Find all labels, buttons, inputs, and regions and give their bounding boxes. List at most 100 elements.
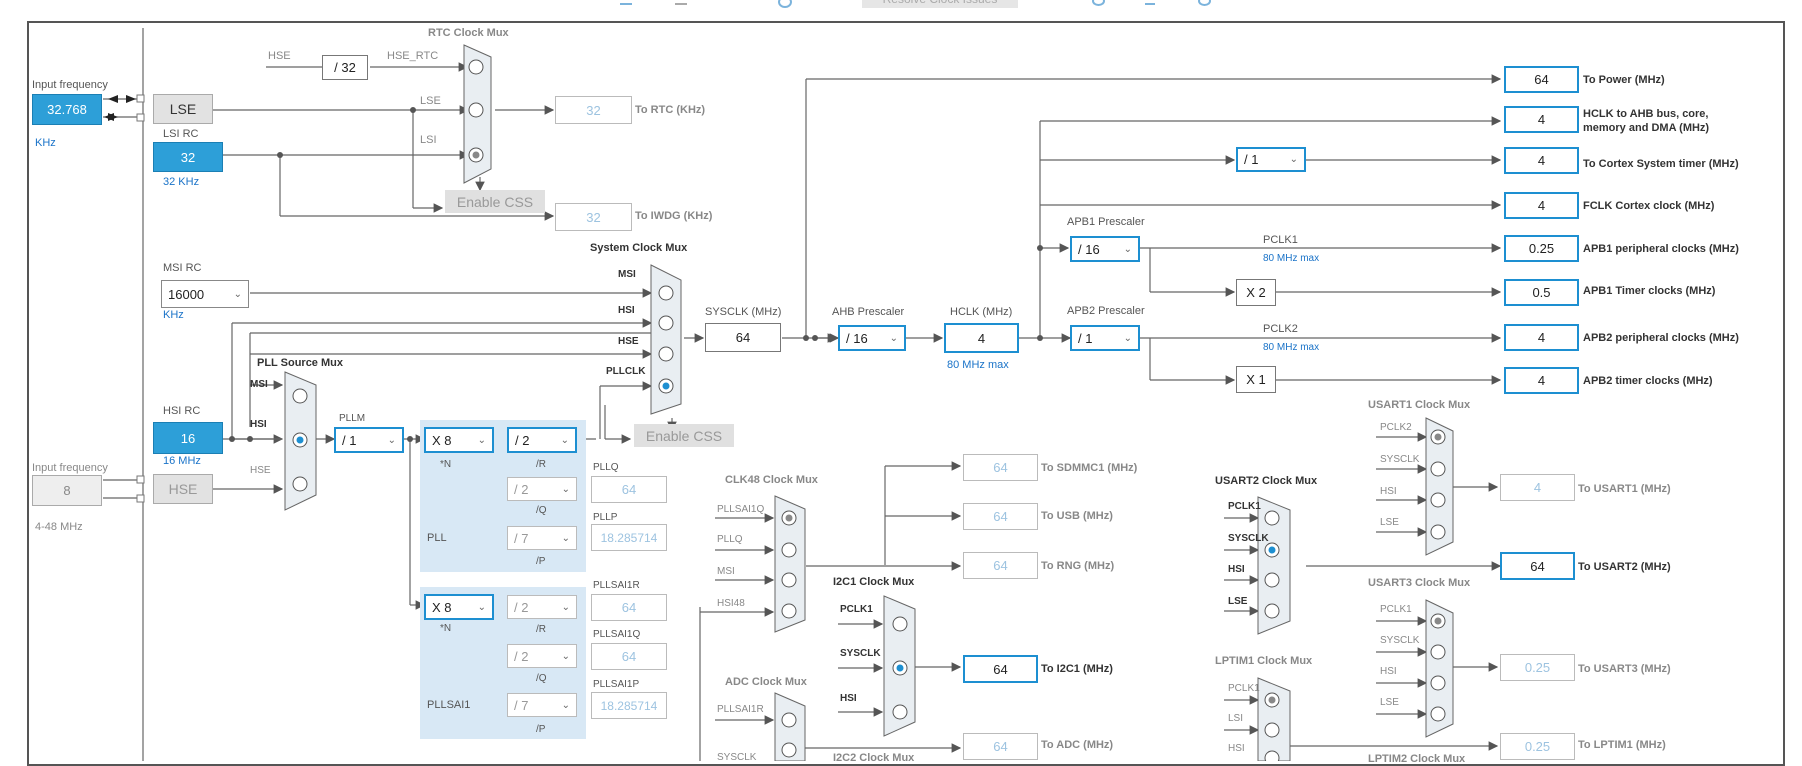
output-power-value[interactable]: 64 bbox=[1504, 66, 1579, 93]
hse-input-frequency-field[interactable]: 8 bbox=[32, 475, 102, 506]
chevron-down-icon: ⌄ bbox=[233, 288, 242, 300]
apb2-timer-multiplier: X 1 bbox=[1236, 366, 1276, 393]
clk48-mux-title: CLK48 Clock Mux bbox=[725, 474, 818, 486]
hclk-value-field[interactable]: 4 bbox=[944, 323, 1019, 353]
chevron-down-icon: ⌄ bbox=[477, 434, 486, 446]
systick-divider-select[interactable]: / 1⌄ bbox=[1236, 147, 1306, 172]
sysmux-msi-label: MSI bbox=[618, 269, 636, 280]
pclk1-max-label: 80 MHz max bbox=[1263, 253, 1320, 264]
pllsai1-p-select[interactable]: / 7⌄ bbox=[507, 693, 577, 717]
output-apb2-peripheral-label: APB2 peripheral clocks (MHz) bbox=[1583, 332, 1739, 344]
usart3-mux-title: USART3 Clock Mux bbox=[1368, 577, 1471, 589]
output-apb2-peripheral-value[interactable]: 4 bbox=[1504, 324, 1579, 351]
lptim1-in1-label: PCLK1 bbox=[1228, 683, 1260, 694]
chevron-down-icon: ⌄ bbox=[889, 332, 898, 344]
pll-p-select[interactable]: / 7⌄ bbox=[507, 526, 577, 550]
pllsai1-n-select[interactable]: X 8 ⌄ bbox=[424, 594, 494, 620]
usart2-output-value[interactable]: 64 bbox=[1500, 552, 1575, 580]
adc-in1-label: PLLSAI1R bbox=[717, 704, 764, 715]
rng-output-label: To RNG (MHz) bbox=[1041, 560, 1115, 572]
pllsai1r-label: PLLSAI1R bbox=[593, 580, 640, 591]
usart3-in4-label: LSE bbox=[1380, 697, 1399, 708]
pll-r-select[interactable]: / 2⌄ bbox=[507, 427, 577, 453]
clk48-in2-label: PLLQ bbox=[717, 534, 743, 545]
lse-input-frequency-field[interactable]: 32.768 bbox=[32, 94, 102, 125]
pllsai1p-value: 18.285714 bbox=[591, 692, 667, 719]
toolbar-icon[interactable] bbox=[778, 0, 792, 8]
pllsai1-r-value: / 2 bbox=[514, 599, 529, 615]
output-apb2-timer-value[interactable]: 4 bbox=[1504, 367, 1579, 394]
pllsai1-r-select[interactable]: / 2⌄ bbox=[507, 595, 577, 619]
toolbar-icon[interactable] bbox=[675, 0, 687, 5]
output-power-label: To Power (MHz) bbox=[1583, 74, 1665, 86]
iwdg-output-value: 32 bbox=[555, 203, 632, 231]
pll-block-label: PLL bbox=[427, 532, 447, 544]
sdmmc-output-label: To SDMMC1 (MHz) bbox=[1041, 462, 1138, 474]
rtc-hse-divider[interactable]: / 32 bbox=[322, 55, 368, 80]
pll-p-label: /P bbox=[536, 556, 546, 567]
pllsai1r-value: 64 bbox=[591, 594, 667, 621]
lsi-title: LSI RC bbox=[163, 128, 199, 140]
chevron-down-icon: ⌄ bbox=[477, 601, 486, 613]
rtc-lsi-label: LSI bbox=[420, 134, 437, 146]
pllm-select[interactable]: / 1⌄ bbox=[334, 427, 404, 453]
sysmux-hse-label: HSE bbox=[618, 336, 639, 347]
lptim1-in2-label: LSI bbox=[1228, 713, 1244, 724]
usb-output-label: To USB (MHz) bbox=[1041, 510, 1113, 522]
rtc-output-value: 32 bbox=[555, 96, 632, 124]
apb1-timer-multiplier: X 2 bbox=[1236, 279, 1276, 306]
usart2-in1-label: PCLK1 bbox=[1228, 501, 1261, 512]
fit-icon[interactable] bbox=[1145, 0, 1155, 5]
hse-input-frequency-label: Input frequency bbox=[32, 462, 108, 474]
output-apb1-peripheral-value[interactable]: 0.25 bbox=[1504, 235, 1579, 262]
sysclk-value: 64 bbox=[705, 323, 781, 352]
rtc-enable-css-button[interactable]: Enable CSS bbox=[445, 190, 545, 213]
pllm-label: PLLM bbox=[339, 413, 366, 424]
zoom-out-icon[interactable] bbox=[1198, 0, 1211, 6]
output-hclk-value[interactable]: 4 bbox=[1504, 106, 1579, 133]
msi-range-select[interactable]: 16000⌄ bbox=[161, 280, 249, 308]
pllp-label: PLLP bbox=[593, 512, 618, 523]
pll-q-select[interactable]: / 2⌄ bbox=[507, 477, 577, 501]
apb1-prescaler-value: / 16 bbox=[1078, 241, 1100, 257]
chevron-down-icon: ⌄ bbox=[1289, 154, 1298, 165]
sysmux-pllclk-label: PLLCLK bbox=[606, 366, 646, 377]
pllsai1-n-value: X 8 bbox=[432, 599, 452, 615]
hclk-label: HCLK (MHz) bbox=[950, 306, 1013, 318]
usart2-in2-label: SYSCLK bbox=[1228, 533, 1269, 544]
ahb-prescaler-select[interactable]: / 16⌄ bbox=[838, 325, 906, 351]
hsi-sub: 16 MHz bbox=[163, 455, 201, 467]
pllsai1-p-value: / 7 bbox=[514, 697, 529, 713]
toolbar-icon[interactable] bbox=[620, 0, 632, 5]
output-fclk-value[interactable]: 4 bbox=[1504, 192, 1579, 219]
pllsai1-block-label: PLLSAI1 bbox=[427, 699, 471, 711]
usart3-output-value: 0.25 bbox=[1500, 654, 1575, 681]
output-systick-value[interactable]: 4 bbox=[1504, 147, 1579, 174]
output-apb1-timer-value[interactable]: 0.5 bbox=[1504, 279, 1579, 306]
pll-n-select[interactable]: X 8⌄ bbox=[424, 427, 494, 453]
chevron-down-icon: ⌄ bbox=[1123, 243, 1132, 255]
ahb-prescaler-label: AHB Prescaler bbox=[832, 306, 905, 318]
apb2-prescaler-select[interactable]: / 1⌄ bbox=[1070, 325, 1140, 351]
pllsai1-q-select[interactable]: / 2⌄ bbox=[507, 644, 577, 668]
output-apb1-peripheral-label: APB1 peripheral clocks (MHz) bbox=[1583, 243, 1739, 255]
pllm-value: / 1 bbox=[342, 432, 357, 448]
apb2-prescaler-label: APB2 Prescaler bbox=[1067, 305, 1145, 317]
lse-block: LSE bbox=[153, 94, 213, 124]
apb1-prescaler-select[interactable]: / 16 ⌄ bbox=[1070, 236, 1140, 262]
rtc-hse-label: HSE bbox=[268, 50, 291, 62]
lptim1-output-value: 0.25 bbox=[1500, 733, 1575, 760]
pclk2-max-label: 80 MHz max bbox=[1263, 342, 1320, 353]
resolve-clock-issues-button[interactable]: Resolve Clock Issues bbox=[862, 0, 1018, 8]
pllsai1q-label: PLLSAI1Q bbox=[593, 629, 641, 640]
i2c1-output-value[interactable]: 64 bbox=[963, 655, 1038, 683]
pll-source-hsi-label: HSI bbox=[250, 419, 267, 430]
i2c1-output-label: To I2C1 (MHz) bbox=[1041, 663, 1113, 675]
sysclk-enable-css-button[interactable]: Enable CSS bbox=[634, 424, 734, 447]
msi-unit: KHz bbox=[163, 309, 184, 321]
usart2-output-label: To USART2 (MHz) bbox=[1578, 561, 1671, 573]
i2c1-in3-label: HSI bbox=[840, 693, 857, 704]
zoom-in-icon[interactable] bbox=[1092, 0, 1105, 6]
